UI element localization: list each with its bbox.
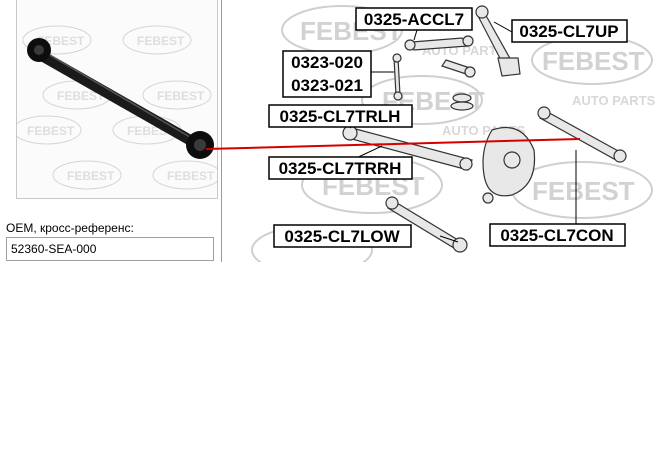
oem-label: OEM, кросс-референс:: [6, 221, 134, 235]
diagram-watermark-text: FEBEST: [300, 16, 403, 46]
diagram-watermark-text: FEBEST: [322, 171, 425, 201]
oem-value-box[interactable]: 52360-SEA-000: [6, 237, 214, 261]
left-panel: FEBEST FEBEST FEBEST FEBEST FEBEST FEBES…: [0, 0, 222, 262]
product-photo: FEBEST FEBEST FEBEST FEBEST FEBEST FEBES…: [16, 0, 218, 199]
photo-watermark-text: FEBEST: [167, 169, 215, 183]
photo-watermark-text: FEBEST: [157, 89, 205, 103]
parts-diagram: FEBEST FEBEST FEBEST FEBEST FEBEST AUTO …: [222, 0, 659, 262]
diagram-watermark-text: FEBEST: [542, 46, 645, 76]
photo-watermark-text: FEBEST: [137, 34, 185, 48]
parts-diagram-svg: FEBEST FEBEST FEBEST FEBEST FEBEST AUTO …: [251, 5, 656, 262]
diagram-watermark-tagline: AUTO PARTS: [572, 93, 656, 108]
product-photo-svg: FEBEST FEBEST FEBEST FEBEST FEBEST FEBES…: [17, 25, 217, 190]
control-arm-photo: [27, 38, 214, 159]
oem-value[interactable]: 52360-SEA-000: [11, 242, 97, 256]
photo-watermark-text: FEBEST: [57, 89, 105, 103]
diagram-watermark-text: FEBEST: [532, 176, 635, 206]
photo-watermark-text: FEBEST: [27, 124, 75, 138]
photo-watermark-text: FEBEST: [67, 169, 115, 183]
